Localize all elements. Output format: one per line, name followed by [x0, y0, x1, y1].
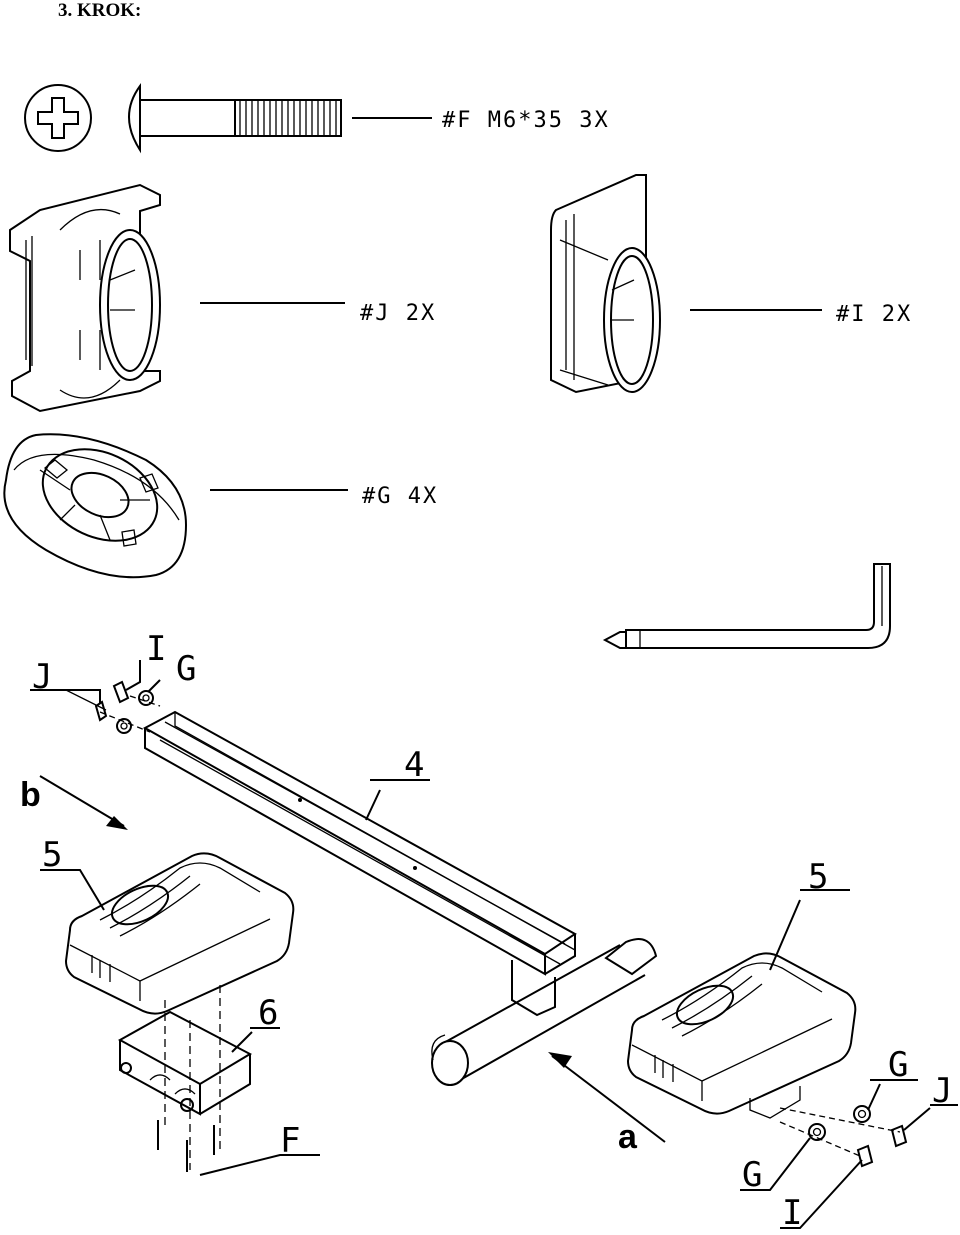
bracket-6-icon — [117, 1010, 253, 1116]
callout-j-left: J — [32, 657, 52, 697]
left-foot-pad-icon — [64, 852, 295, 1015]
part-j-label: #J 2X — [360, 301, 436, 326]
part-i-icon — [550, 174, 661, 394]
callout-5-right: 5 — [808, 857, 828, 897]
callout-g-right-top: G — [888, 1045, 908, 1085]
screw-side-icon — [128, 82, 342, 154]
callout-j-right: J — [932, 1071, 952, 1111]
arrow-a-icon — [548, 1052, 666, 1143]
right-small-parts-icon — [779, 1105, 908, 1168]
callout-4: 4 — [404, 745, 424, 785]
callout-6: 6 — [258, 993, 278, 1033]
callout-b: b — [20, 776, 41, 814]
callout-i-left: I — [146, 629, 166, 669]
step-title: 3. KROK: — [58, 0, 142, 21]
part-g-icon — [3, 433, 188, 579]
callout-g-left: G — [176, 649, 196, 689]
part-j-icon — [9, 183, 161, 413]
right-foot-pad-icon — [626, 952, 857, 1119]
callout-a: a — [618, 1118, 638, 1156]
part-f-label: #F M6*35 3X — [442, 108, 610, 133]
main-rail-icon — [142, 710, 577, 1017]
part-i-label: #I 2X — [836, 302, 912, 327]
part-g-label: #G 4X — [362, 484, 438, 509]
callout-g-right-bottom: G — [742, 1155, 762, 1195]
arrow-b-icon — [39, 775, 128, 830]
allen-key-icon — [602, 563, 891, 649]
callout-5-left: 5 — [42, 835, 62, 875]
callout-f: F — [280, 1121, 300, 1161]
callout-i-right: I — [782, 1193, 802, 1233]
screw-head-icon — [24, 84, 92, 152]
rear-tube-icon — [431, 938, 658, 1086]
